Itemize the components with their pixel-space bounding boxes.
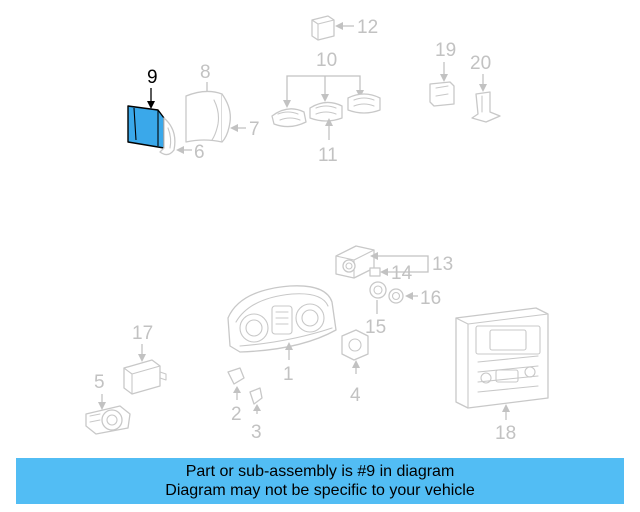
leader-13 <box>376 255 429 273</box>
leader-10 <box>286 75 361 102</box>
part-14-knob <box>369 267 381 277</box>
callout-3: 3 <box>251 422 262 443</box>
part-4-switch <box>341 329 369 361</box>
arrow-1 <box>285 342 293 350</box>
callout-12: 12 <box>357 17 378 38</box>
part-5-ignition-switch <box>85 405 131 435</box>
callout-13: 13 <box>432 254 453 275</box>
arrow-10a <box>283 100 291 108</box>
callout-19: 19 <box>435 40 456 61</box>
part-2-clip <box>227 367 245 385</box>
part-13-switch <box>335 245 375 279</box>
part-10-vent-right <box>347 93 381 114</box>
part-10-vent-left <box>271 108 307 128</box>
arrow-3 <box>253 404 261 411</box>
part-18-center-console <box>455 307 549 409</box>
part-3-clip <box>249 387 263 405</box>
part-17-module <box>123 359 167 395</box>
part-10-vent-middle <box>309 101 343 122</box>
callout-15: 15 <box>365 317 386 338</box>
part-12-module <box>311 15 335 41</box>
part-8-trim-panel <box>185 90 231 143</box>
arrow-6 <box>176 146 184 154</box>
callout-9: 9 <box>147 67 158 88</box>
caption-line-1: Part or sub-assembly is #9 in diagram <box>185 463 455 480</box>
arrow-4 <box>352 360 360 368</box>
part-15-ring <box>369 281 387 299</box>
callout-1: 1 <box>283 364 294 385</box>
part-20-bracket <box>471 91 501 123</box>
arrow-11 <box>325 118 333 126</box>
caption-banner: Part or sub-assembly is #9 in diagram Di… <box>16 458 624 504</box>
part-16-ring <box>388 288 404 304</box>
callout-2: 2 <box>231 404 242 425</box>
callout-17: 17 <box>132 323 153 344</box>
callout-20: 20 <box>470 53 491 74</box>
callout-6: 6 <box>194 142 205 163</box>
arrow-7 <box>230 124 238 132</box>
callout-8: 8 <box>200 62 211 83</box>
arrow-2 <box>233 386 241 393</box>
part-6-trim <box>159 117 176 156</box>
callout-18: 18 <box>495 423 516 444</box>
callout-4: 4 <box>350 385 361 406</box>
arrow-19 <box>440 74 448 82</box>
arrow-13 <box>370 252 378 260</box>
arrow-17 <box>138 354 146 362</box>
arrow-12 <box>335 22 343 30</box>
part-9-panel <box>127 105 165 149</box>
callout-11: 11 <box>318 145 338 166</box>
caption-line-2: Diagram may not be specific to your vehi… <box>165 482 475 499</box>
arrow-14 <box>380 268 388 276</box>
arrow-9 <box>147 101 155 109</box>
arrow-18 <box>502 404 510 412</box>
arrow-20 <box>479 84 487 92</box>
arrow-16 <box>405 292 413 300</box>
part-1-instrument-cluster <box>227 285 337 353</box>
callout-7: 7 <box>249 119 260 140</box>
callout-14: 14 <box>391 263 413 284</box>
callout-10: 10 <box>316 50 337 71</box>
part-19-clip <box>429 81 455 107</box>
arrow-10b <box>321 94 329 102</box>
callout-5: 5 <box>94 372 105 393</box>
arrow-5 <box>98 402 106 410</box>
callout-16: 16 <box>420 288 441 309</box>
